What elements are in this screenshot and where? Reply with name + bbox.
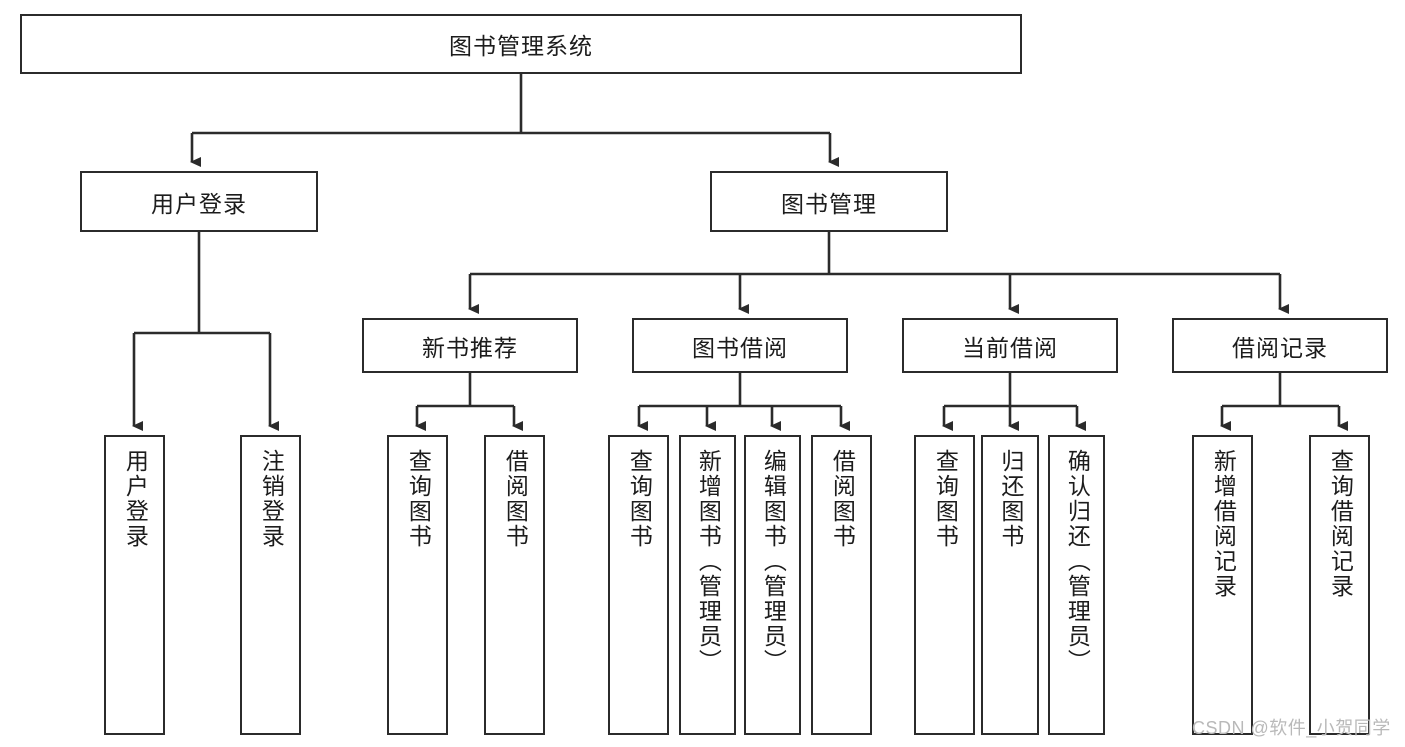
node-label: 借阅图书 xyxy=(829,449,856,549)
leaf-book-borrow-edit-book-admin[interactable]: 编辑图书（管理员） xyxy=(744,435,801,735)
leaf-book-borrow-borrow-book[interactable]: 借阅图书 xyxy=(811,435,872,735)
node-new-book-recommend[interactable]: 新书推荐 xyxy=(362,318,578,373)
leaf-user-login-login[interactable]: 用户登录 xyxy=(104,435,165,735)
leaf-new-book-borrow-book[interactable]: 借阅图书 xyxy=(484,435,545,735)
leaf-current-borrow-confirm-return-admin[interactable]: 确认归还（管理员） xyxy=(1048,435,1105,735)
leaf-borrow-record-add-record[interactable]: 新增借阅记录 xyxy=(1192,435,1253,735)
leaf-new-book-query-book[interactable]: 查询图书 xyxy=(387,435,448,735)
node-label: 注销登录 xyxy=(258,449,285,549)
node-label: 新增图书（管理员） xyxy=(695,449,722,674)
leaf-book-borrow-query-book[interactable]: 查询图书 xyxy=(608,435,669,735)
node-user-login[interactable]: 用户登录 xyxy=(80,171,318,232)
node-label: 借阅记录 xyxy=(1232,334,1328,361)
node-book-management[interactable]: 图书管理 xyxy=(710,171,948,232)
leaf-user-login-logout[interactable]: 注销登录 xyxy=(240,435,301,735)
node-borrow-record[interactable]: 借阅记录 xyxy=(1172,318,1388,373)
node-label: 新增借阅记录 xyxy=(1210,449,1237,599)
node-label: 查询图书 xyxy=(626,449,653,549)
node-label: 新书推荐 xyxy=(422,334,518,361)
node-label: 借阅图书 xyxy=(502,449,529,549)
node-label: 查询图书 xyxy=(932,449,959,549)
leaf-book-borrow-add-book-admin[interactable]: 新增图书（管理员） xyxy=(679,435,736,735)
node-root-book-management-system[interactable]: 图书管理系统 xyxy=(20,14,1022,74)
node-label: 用户登录 xyxy=(151,190,247,217)
csdn-watermark: CSDN @软件_小贺同学 xyxy=(1192,718,1391,738)
node-label: 用户登录 xyxy=(122,449,149,549)
node-label: 查询借阅记录 xyxy=(1327,449,1354,599)
node-book-borrow[interactable]: 图书借阅 xyxy=(632,318,848,373)
node-label: 图书借阅 xyxy=(692,334,788,361)
node-label: 图书管理系统 xyxy=(449,33,593,59)
node-label: 查询图书 xyxy=(405,449,432,549)
leaf-current-borrow-return-book[interactable]: 归还图书 xyxy=(981,435,1039,735)
node-label: 归还图书 xyxy=(997,449,1024,549)
node-label: 编辑图书（管理员） xyxy=(760,449,787,674)
node-label: 确认归还（管理员） xyxy=(1064,449,1091,674)
node-label: 当前借阅 xyxy=(962,334,1058,361)
leaf-borrow-record-query-record[interactable]: 查询借阅记录 xyxy=(1309,435,1370,735)
node-current-borrow[interactable]: 当前借阅 xyxy=(902,318,1118,373)
leaf-current-borrow-query-book[interactable]: 查询图书 xyxy=(914,435,975,735)
node-label: 图书管理 xyxy=(781,190,877,217)
